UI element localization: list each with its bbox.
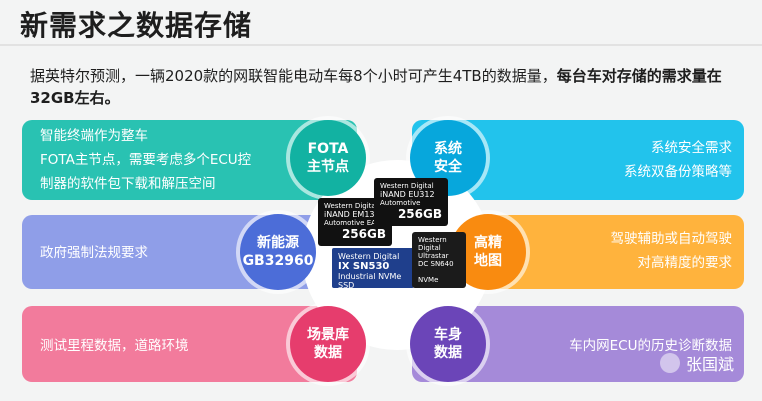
band-fota-text: 智能终端作为整车 FOTA主节点，需要考虑多个ECU控 制器的软件包下载和解压空… bbox=[40, 128, 252, 192]
bubble-newenergy: 新能源 GB32960 bbox=[240, 214, 316, 290]
title-divider bbox=[0, 44, 762, 46]
intro-paragraph: 据英特尔预测，一辆2020款的网联智能电动车每8个小时可产生4TB的数据量，每台… bbox=[30, 65, 740, 109]
ssd-sn640: Western Digital Ultrastar DC SN640 NVMe bbox=[412, 232, 466, 288]
watermark: 张国斌 bbox=[659, 351, 734, 375]
band-body-text: 车内网ECU的历史诊断数据 bbox=[569, 338, 732, 354]
band-test-text: 测试里程数据，道路环境 bbox=[40, 338, 189, 354]
band-regulation-text: 政府强制法规要求 bbox=[40, 245, 148, 261]
bubble-fota: FOTA 主节点 bbox=[290, 120, 366, 196]
band-system-text: 系统安全需求 系统双备份策略等 bbox=[624, 140, 732, 180]
wechat-icon bbox=[659, 353, 680, 373]
intro-normal: 据英特尔预测，一辆2020款的网联智能电动车每8个小时可产生4TB的数据量， bbox=[30, 67, 557, 85]
ssd-sn530: Western Digital IX SN530 Industrial NVMe… bbox=[332, 248, 414, 299]
bubble-scene: 场景库 数据 bbox=[290, 306, 366, 382]
intro-bold: 每台车对存储的需求量在32GB左右。 bbox=[30, 67, 722, 107]
bubble-body: 车身 数据 bbox=[410, 306, 486, 382]
chip-eu312: Western Digital iNAND EU312 Automotive 2… bbox=[374, 178, 448, 226]
band-hdmap-text: 驾驶辅助或自动驾驶 对高精度的要求 bbox=[610, 231, 733, 271]
page-title: 新需求之数据存储 bbox=[20, 9, 253, 42]
infographic-panel: 智能终端作为整车 FOTA主节点，需要考虑多个ECU控 制器的软件包下载和解压空… bbox=[22, 120, 744, 385]
